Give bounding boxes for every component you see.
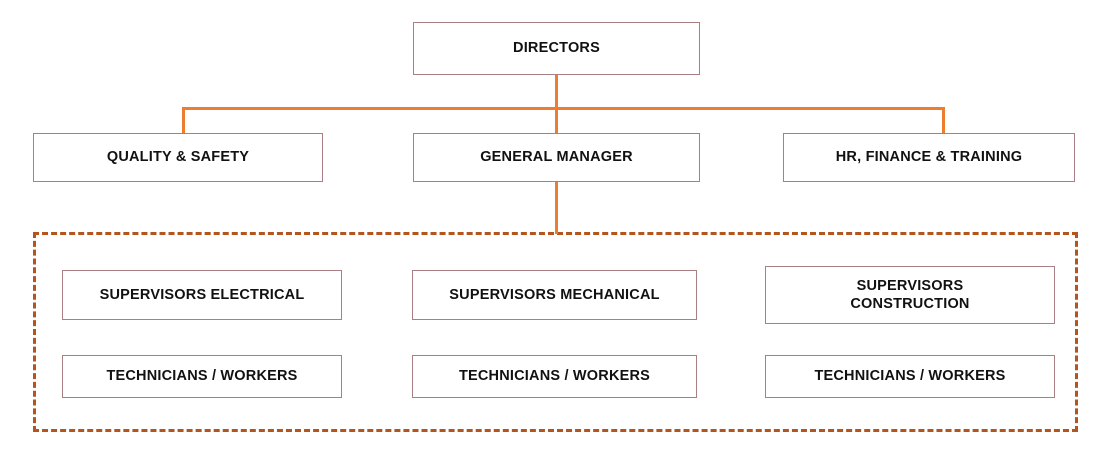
node-technicians-workers-mechanical-label: TECHNICIANS / WORKERS: [458, 368, 651, 385]
node-hr-finance-training-label: HR, FINANCE & TRAINING: [835, 149, 1023, 166]
node-directors[interactable]: DIRECTORS: [413, 22, 700, 75]
node-supervisors-mechanical-label: SUPERVISORS MECHANICAL: [449, 286, 660, 303]
connector-horizontal-bus: [182, 107, 945, 110]
node-directors-label: DIRECTORS: [513, 40, 600, 57]
node-general-manager-label: GENERAL MANAGER: [480, 149, 633, 166]
node-supervisors-electrical-label: SUPERVISORS ELECTRICAL: [99, 286, 305, 303]
node-technicians-workers-construction-label: TECHNICIANS / WORKERS: [814, 368, 1006, 385]
node-technicians-workers-electrical-label: TECHNICIANS / WORKERS: [106, 368, 298, 385]
node-supervisors-electrical[interactable]: SUPERVISORS ELECTRICAL: [62, 270, 342, 320]
connector-bus-to-general-manager: [555, 107, 558, 134]
node-technicians-workers-construction[interactable]: TECHNICIANS / WORKERS: [765, 355, 1055, 398]
node-quality-and-safety[interactable]: QUALITY & SAFETY: [33, 133, 323, 182]
node-general-manager[interactable]: GENERAL MANAGER: [413, 133, 700, 182]
connector-general-manager-to-operations: [555, 182, 558, 234]
node-technicians-workers-mechanical[interactable]: TECHNICIANS / WORKERS: [412, 355, 697, 398]
node-hr-finance-training[interactable]: HR, FINANCE & TRAINING: [783, 133, 1075, 182]
node-technicians-workers-electrical[interactable]: TECHNICIANS / WORKERS: [62, 355, 342, 398]
connector-directors-to-bus: [555, 75, 558, 109]
operations-group-frame: [33, 232, 1078, 432]
node-supervisors-construction-label: SUPERVISORS CONSTRUCTION: [850, 277, 970, 312]
connector-bus-to-quality-safety: [182, 107, 185, 134]
node-supervisors-construction[interactable]: SUPERVISORS CONSTRUCTION: [765, 266, 1055, 324]
node-quality-and-safety-label: QUALITY & SAFETY: [106, 149, 250, 166]
node-supervisors-mechanical[interactable]: SUPERVISORS MECHANICAL: [412, 270, 697, 320]
connector-bus-to-hr-finance-training: [942, 107, 945, 134]
